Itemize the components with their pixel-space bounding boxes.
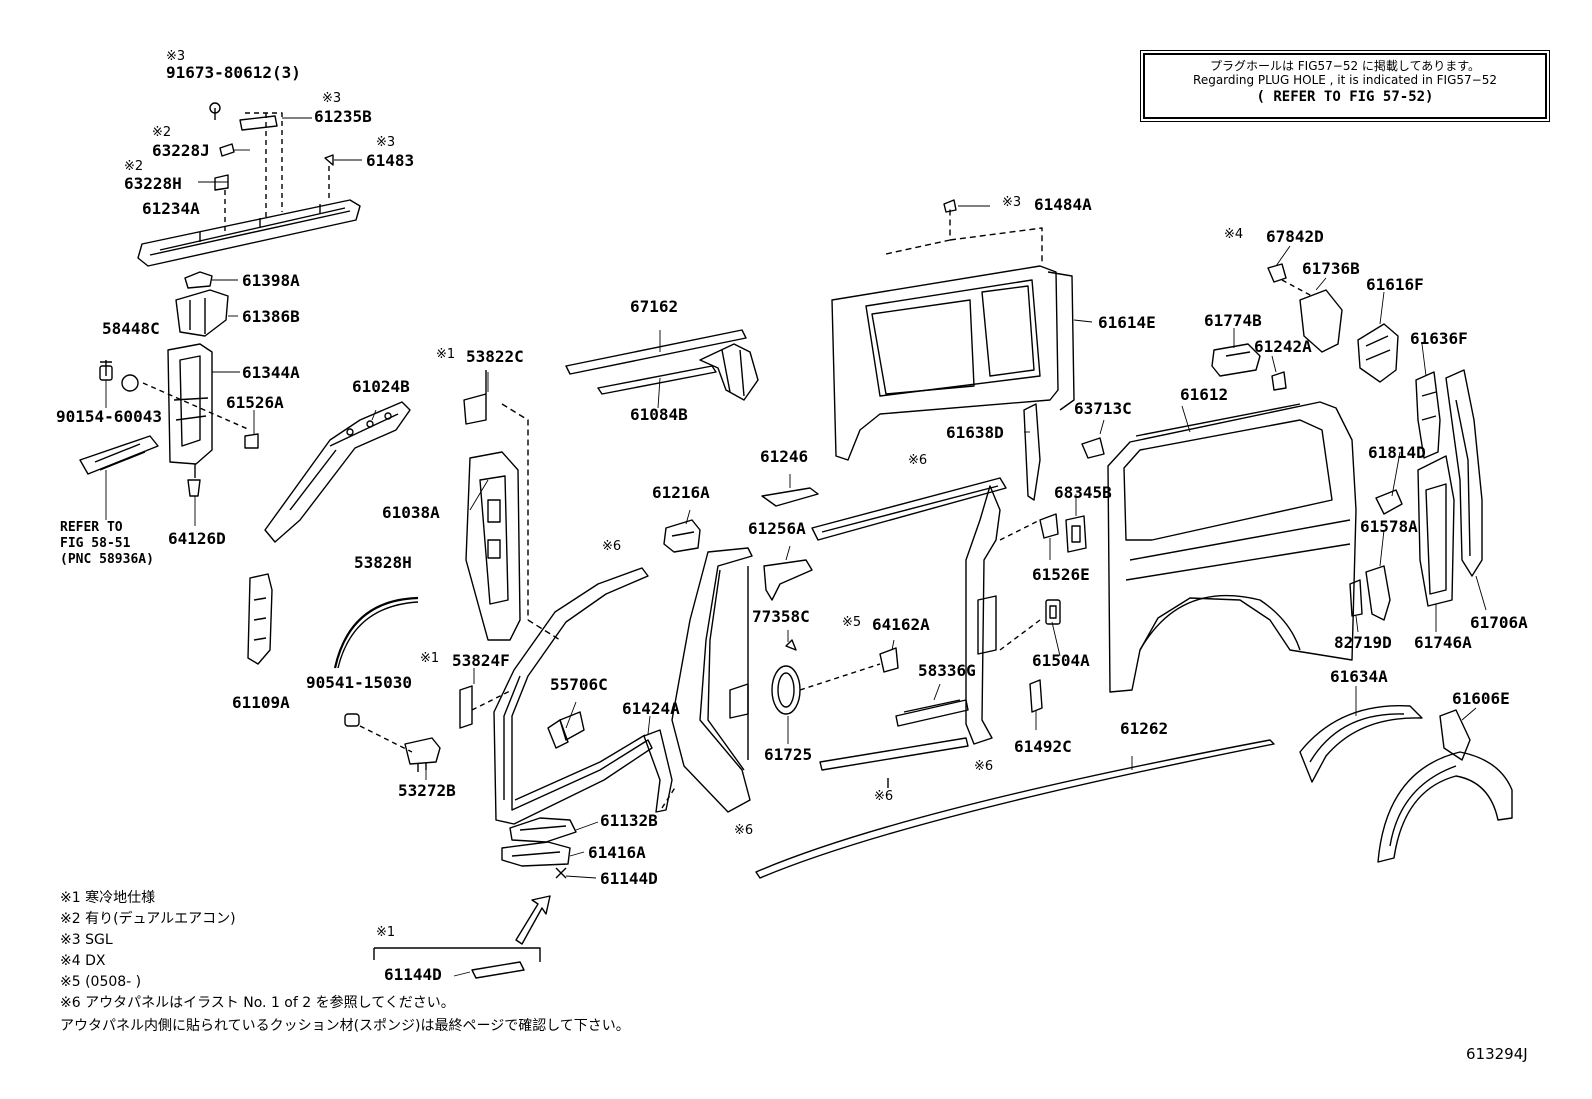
part-label[interactable]: 77358C (752, 607, 810, 626)
part-label[interactable]: 61144D (600, 869, 658, 888)
part-label[interactable]: 58448C (102, 319, 160, 338)
note-line-refer: ( REFER TO FIG 57-52) (1256, 89, 1434, 105)
part-label[interactable]: 61634A (1330, 667, 1388, 686)
part-label[interactable]: 64126D (168, 529, 226, 548)
part-label[interactable]: 63228H (124, 174, 182, 193)
footnote-6: ※6 アウタパネルはイラスト No. 1 of 2 を参照してください。 (60, 995, 455, 1011)
part-label[interactable]: 61484A (1034, 195, 1092, 214)
refer-fig-note: REFER TO FIG 58-51 (PNC 58936A) (60, 520, 154, 567)
footnote-3: ※3 SGL (60, 932, 113, 948)
mark-2: ※2 (152, 125, 172, 140)
bracket-61235b (239, 115, 278, 131)
mark-6: ※6 (602, 539, 622, 554)
part-label[interactable]: 53822C (466, 347, 524, 366)
part-label[interactable]: 61736B (1302, 259, 1360, 278)
part-label[interactable]: 61483 (366, 151, 415, 170)
part-label[interactable]: 67162 (630, 297, 679, 316)
part-label[interactable]: 61256A (748, 519, 806, 538)
part-label[interactable]: 61746A (1414, 633, 1472, 652)
part-label[interactable]: 61386B (242, 307, 300, 326)
part-label[interactable]: 61024B (352, 377, 410, 396)
part-label[interactable]: 61132B (600, 811, 658, 830)
mark-6: ※6 (974, 759, 994, 774)
part-label[interactable]: 61144D (384, 965, 442, 984)
mark-3: ※3 (322, 91, 342, 106)
part-label[interactable]: 68345B (1054, 483, 1112, 502)
footnote-5: ※5 (0508- ) (60, 974, 142, 990)
part-label[interactable]: 61526A (226, 393, 284, 412)
rocker-rail-61234a (137, 199, 361, 267)
mark-1: ※1 (376, 925, 396, 940)
part-label[interactable]: 61774B (1204, 311, 1262, 330)
part-label[interactable]: 61109A (232, 693, 290, 712)
mark-6: ※6 (874, 789, 894, 804)
part-label[interactable]: 53824F (452, 651, 510, 670)
part-label[interactable]: 64162A (872, 615, 930, 634)
mark-1: ※1 (420, 651, 440, 666)
part-label[interactable]: 67842D (1266, 227, 1324, 246)
note-line-en: Regarding PLUG HOLE , it is indicated in… (1193, 73, 1497, 87)
part-label[interactable]: 61814D (1368, 443, 1426, 462)
mark-3: ※3 (376, 135, 396, 150)
part-label[interactable]: 61235B (314, 107, 372, 126)
mark-2: ※2 (124, 159, 144, 174)
part-label[interactable]: 61216A (652, 483, 710, 502)
mark-6: ※6 (908, 453, 928, 468)
part-label[interactable]: 61706A (1470, 613, 1528, 632)
footnote-4: ※4 DX (60, 953, 106, 969)
footnote-7: アウタパネル内側に貼られているクッション材(スポンジ)は最終ページで確認して下さ… (60, 1018, 630, 1034)
part-label[interactable]: 61492C (1014, 737, 1072, 756)
part-label[interactable]: 61526E (1032, 565, 1090, 584)
mark-4: ※4 (1224, 227, 1244, 242)
mark-1: ※1 (436, 347, 456, 362)
part-label[interactable]: 61614E (1098, 313, 1156, 332)
part-label[interactable]: 61504A (1032, 651, 1090, 670)
mark-6: ※6 (734, 823, 754, 838)
part-label[interactable]: 61424A (622, 699, 680, 718)
part-label[interactable]: 61416A (588, 843, 646, 862)
part-label[interactable]: 61616F (1366, 275, 1424, 294)
figure-id: 613294J (1466, 1045, 1528, 1063)
part-label[interactable]: 55706C (550, 675, 608, 694)
part-label[interactable]: 61084B (630, 405, 688, 424)
footnote-1: ※1 寒冷地仕様 (60, 890, 156, 906)
part-label[interactable]: 61246 (760, 447, 809, 466)
mark-3: ※3 (166, 49, 186, 64)
part-label[interactable]: 91673-80612(3) (166, 63, 301, 82)
part-label[interactable]: 61636F (1410, 329, 1468, 348)
part-label[interactable]: 61344A (242, 363, 300, 382)
footnote-2: ※2 有り(デュアルエアコン) (60, 911, 236, 927)
mark-5: ※5 (842, 615, 862, 630)
part-label[interactable]: 82719D (1334, 633, 1392, 652)
part-label[interactable]: 61242A (1254, 337, 1312, 356)
part-label[interactable]: 53272B (398, 781, 456, 800)
part-label[interactable]: 63713C (1074, 399, 1132, 418)
mark-3: ※3 (1002, 195, 1022, 210)
part-label[interactable]: 61725 (764, 745, 813, 764)
part-label[interactable]: 58336G (918, 661, 976, 680)
note-line-ja: プラグホールは FIG57−52 に掲載してあります。 (1209, 59, 1481, 73)
part-label[interactable]: 90541-15030 (306, 673, 412, 692)
part-label[interactable]: 90154-60043 (56, 407, 162, 426)
part-label[interactable]: 61398A (242, 271, 300, 290)
part-label[interactable]: 61262 (1120, 719, 1169, 738)
part-label[interactable]: 61234A (142, 199, 200, 218)
part-label[interactable]: 61606E (1452, 689, 1510, 708)
part-label[interactable]: 61578A (1360, 517, 1418, 536)
part-label[interactable]: 61038A (382, 503, 440, 522)
part-label[interactable]: 61638D (946, 423, 1004, 442)
refer-note-box: プラグホールは FIG57−52 に掲載してあります。 Regarding PL… (1140, 50, 1550, 122)
part-label[interactable]: 63228J (152, 141, 210, 160)
part-label[interactable]: 53828H (354, 553, 412, 572)
part-label[interactable]: 61612 (1180, 385, 1229, 404)
